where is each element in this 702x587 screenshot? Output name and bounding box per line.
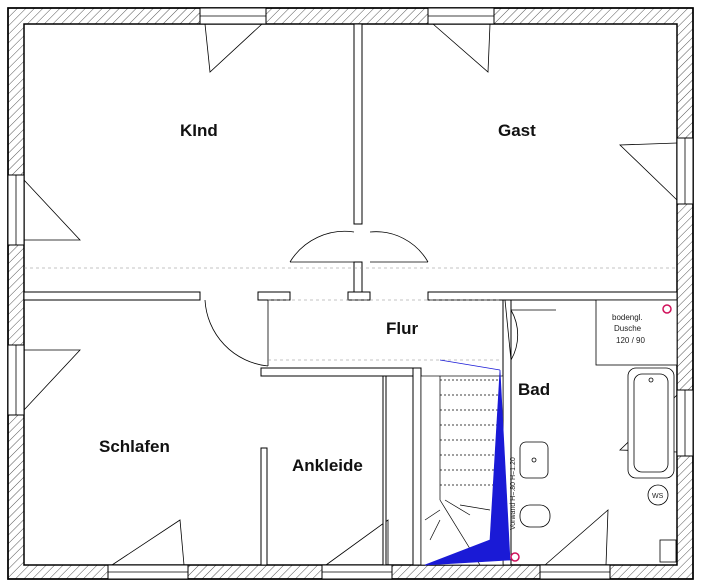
toilet-icon xyxy=(519,504,551,528)
door-swing-icon xyxy=(510,309,519,361)
hallway-lines xyxy=(24,267,677,361)
bathroom-fixtures xyxy=(519,299,678,563)
room-label-gast: Gast xyxy=(498,121,536,140)
stair-blue-marker xyxy=(424,369,511,566)
stair-note: Vorwand H=.80 H=1.20 xyxy=(510,457,517,530)
room-label-flur: Flur xyxy=(386,319,418,338)
door-swing-icon xyxy=(369,231,429,263)
shower-label-line3: 120 / 90 xyxy=(616,336,645,345)
interior-walls xyxy=(23,23,678,566)
wc-label: WS xyxy=(652,493,664,500)
room-label-bad: Bad xyxy=(518,380,550,399)
shower-label-line2: Dusche xyxy=(614,324,642,333)
shower-label-line1: bodengl. xyxy=(612,313,643,322)
room-label-schlafen: Schlafen xyxy=(99,437,170,456)
staircase xyxy=(420,359,511,566)
pink-markers xyxy=(510,304,672,562)
bathtub-icon xyxy=(627,367,675,479)
door-swings xyxy=(204,230,556,367)
room-label-ankleide: Ankleide xyxy=(292,456,363,475)
washing-machine-icon xyxy=(647,484,669,506)
door-swing-icon xyxy=(204,299,269,367)
room-label-kind: KInd xyxy=(180,121,218,140)
door-swing-icon xyxy=(289,230,355,263)
